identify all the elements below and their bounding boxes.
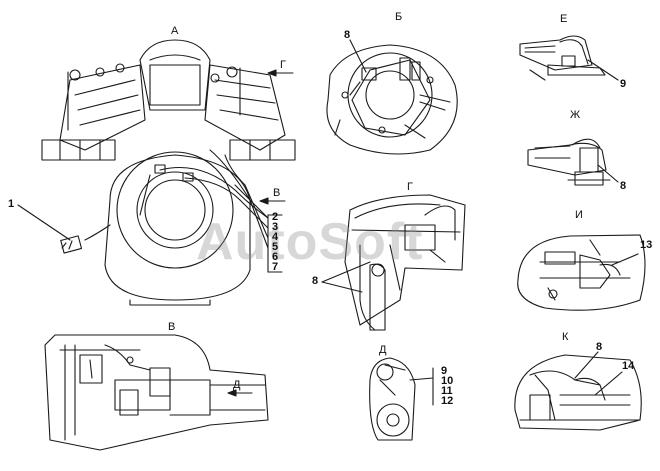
view-label-a: А (171, 25, 179, 37)
view-i-detail (517, 234, 646, 311)
view-e-connector (519, 35, 606, 81)
view-label-k: К (562, 331, 569, 343)
callout-3: 3 (272, 221, 279, 233)
view-d-detail (369, 357, 416, 441)
callout-4: 4 (272, 231, 279, 243)
arrow-label-v: В (273, 187, 281, 199)
callout-8-b: 8 (344, 29, 351, 41)
arrow-label-d: Д (233, 379, 241, 391)
callout-10: 10 (441, 375, 454, 387)
callout-8-g: 8 (312, 275, 319, 287)
callout-5: 5 (272, 241, 279, 253)
callout-13: 13 (640, 239, 653, 251)
arrow-label-g: Г (280, 59, 286, 71)
callout-11: 11 (441, 385, 453, 397)
view-label-v: В (168, 321, 176, 333)
callout-7: 7 (272, 261, 279, 273)
view-g-sensor (344, 194, 466, 331)
view-label-i: И (575, 209, 583, 221)
callout-1: 1 (8, 198, 15, 210)
view-v-side (44, 334, 269, 451)
callout-6: 6 (272, 251, 279, 263)
callout-9: 9 (441, 365, 448, 377)
view-label-e: Е (560, 13, 568, 25)
view-label-g: Г (407, 181, 413, 193)
view-zh-connector (527, 138, 611, 186)
view-b-cover (326, 44, 458, 155)
watermark-text: AutoSoft (196, 213, 424, 271)
view-k-detail (514, 354, 642, 431)
callout-9-e: 9 (620, 78, 627, 90)
view-label-b: Б (395, 11, 403, 23)
callout-2: 2 (272, 211, 279, 223)
view-label-zh: Ж (570, 109, 581, 121)
callout-8-k: 8 (596, 341, 603, 353)
callout-14: 14 (622, 360, 635, 372)
callout-12: 12 (441, 395, 454, 407)
callout-8-zh: 8 (620, 180, 627, 192)
view-label-d: Д (379, 344, 387, 356)
